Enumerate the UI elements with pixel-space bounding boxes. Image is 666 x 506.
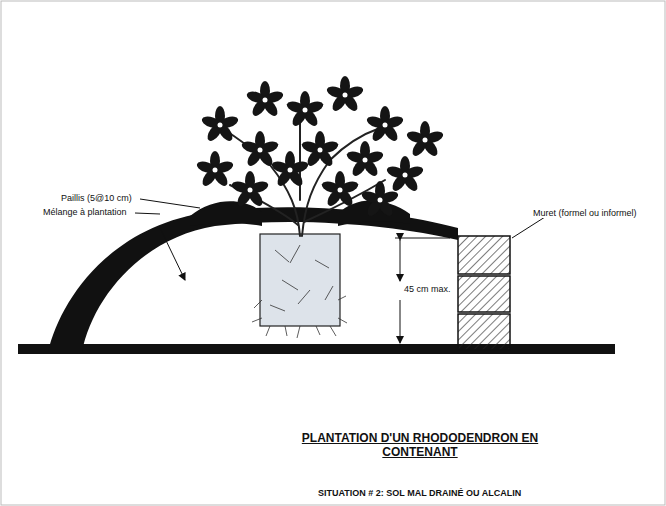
mulch-label: Paillis (5@10 cm) [60, 193, 133, 203]
container-rootball [260, 234, 340, 326]
low-wall [458, 236, 510, 350]
diagram-title: PLANTATION D'UN RHODODENDRON EN CONTENAN… [290, 432, 550, 460]
mulch [190, 201, 262, 226]
rhododendron-flowers [195, 76, 444, 218]
planting-mix-label: Mélange à plantation [42, 207, 128, 217]
wall-label: Muret (formel ou informel) [532, 208, 638, 218]
leader-lines [135, 199, 545, 280]
ground-line [18, 344, 615, 354]
roots [252, 245, 347, 338]
stems [225, 115, 385, 236]
dimension-label: 45 cm max. [403, 284, 452, 294]
diagram-caption: SITUATION # 2: SOL MAL DRAINÉ OU ALCALIN [318, 488, 521, 498]
mound-outline [48, 207, 458, 352]
